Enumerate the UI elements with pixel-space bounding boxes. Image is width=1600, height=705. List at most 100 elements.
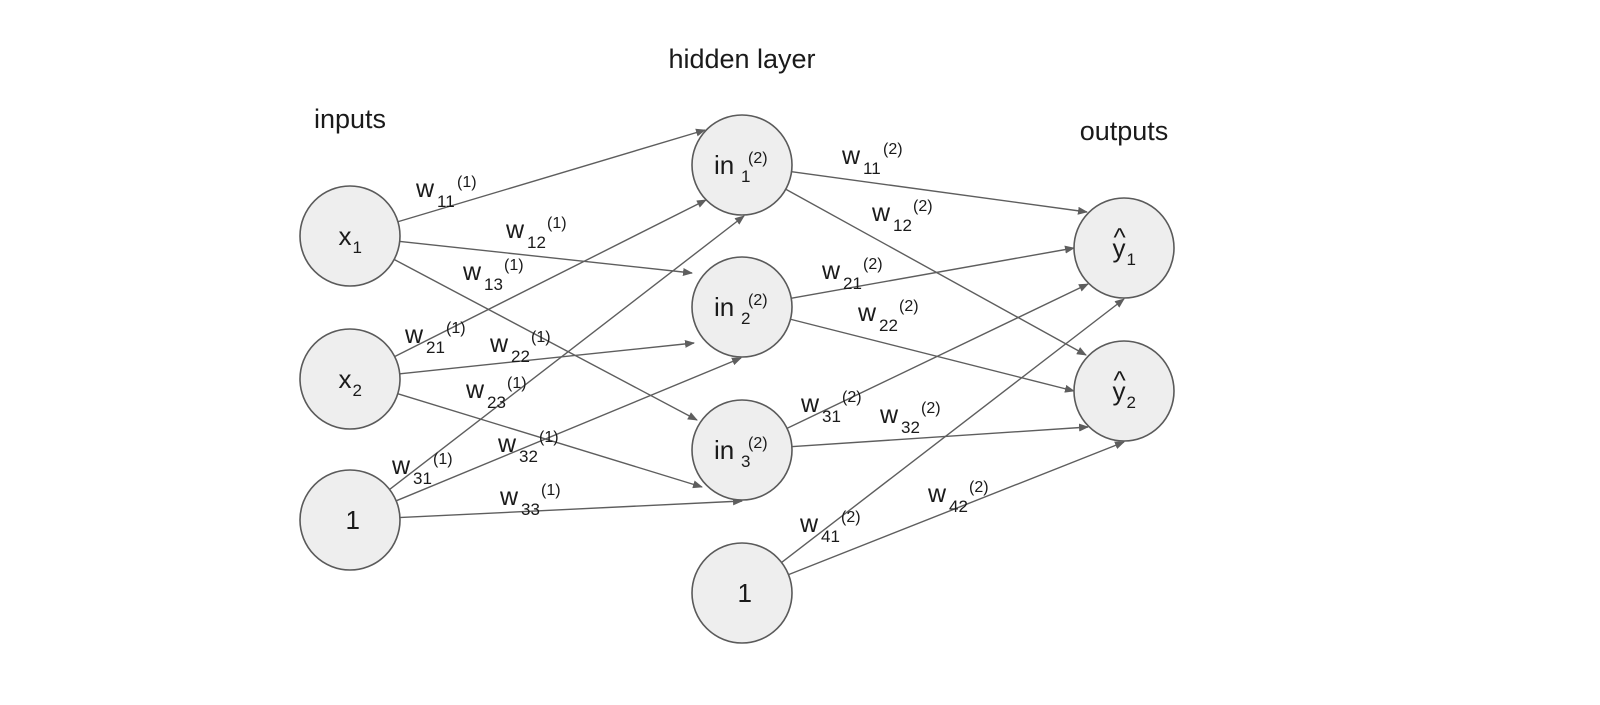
weight-symbol: w xyxy=(871,199,891,227)
node-symbol: x xyxy=(339,364,352,394)
weight-symbol: w xyxy=(404,321,424,349)
weight-superscript: (1) xyxy=(507,375,527,392)
weight-symbol: w xyxy=(462,258,482,286)
edge-in2-y1 xyxy=(790,245,1075,300)
edge-x1-in1 xyxy=(396,128,706,223)
weight-subscript: 33 xyxy=(521,500,540,519)
weight-symbol: w xyxy=(497,430,517,458)
node-symbol: in xyxy=(714,150,734,180)
node-circle xyxy=(691,256,793,358)
edge-in3-y2 xyxy=(790,423,1089,448)
node-symbol: in xyxy=(714,435,734,465)
weight-subscript: 21 xyxy=(843,274,862,293)
weight-subscript: 11 xyxy=(863,159,881,178)
edge-x2-in2 xyxy=(398,339,695,375)
weight-subscript: 22 xyxy=(511,347,530,366)
weight-symbol: w xyxy=(799,510,819,538)
weight-superscript: (1) xyxy=(541,482,561,499)
weight-symbol: w xyxy=(800,390,820,418)
node-symbol: 1 xyxy=(346,505,360,535)
weight-subscript: 42 xyxy=(949,497,968,516)
weight-symbol: w xyxy=(821,257,841,285)
weight-superscript: (1) xyxy=(446,320,466,337)
weight-superscript: (2) xyxy=(899,298,919,315)
node-symbol: 1 xyxy=(738,578,752,608)
weight-superscript: (2) xyxy=(921,400,941,417)
node-circle xyxy=(691,542,793,644)
node-subscript: 3 xyxy=(741,452,750,471)
node-subscript: 2 xyxy=(1127,393,1136,412)
weight-subscript: 21 xyxy=(426,338,445,357)
weight-superscript: (1) xyxy=(433,451,453,468)
outputs-label: outputs xyxy=(1080,116,1169,146)
node-subscript: 1 xyxy=(1127,250,1136,269)
edge-in3-y1 xyxy=(785,283,1089,430)
node-subscript: 2 xyxy=(353,381,362,400)
weight-subscript: 12 xyxy=(527,233,546,252)
node-symbol: in xyxy=(714,292,734,322)
edge-x2-in1 xyxy=(393,199,707,358)
node-y1: y^1 xyxy=(1073,197,1175,299)
weight-superscript: (2) xyxy=(842,389,862,406)
node-in2: in 2(2) xyxy=(691,256,793,358)
edge-x2-in3 xyxy=(396,392,703,489)
node-circle xyxy=(691,399,793,501)
node-circle xyxy=(691,114,793,216)
node-circle xyxy=(299,328,401,430)
hidden-layer-label: hidden layer xyxy=(668,44,815,74)
edge-b1-in3 xyxy=(398,497,743,519)
node-superscript: (2) xyxy=(748,292,768,309)
edges-layer xyxy=(388,128,1125,576)
weight-symbol: w xyxy=(841,142,861,170)
edge-b2-y1 xyxy=(780,298,1125,564)
weight-subscript: 32 xyxy=(901,418,920,437)
edge-b1-in2 xyxy=(395,357,742,502)
node-b1: 1 xyxy=(299,469,401,571)
weight-superscript: (1) xyxy=(504,257,524,274)
weight-subscript: 13 xyxy=(484,275,503,294)
edge-in1-y1 xyxy=(790,170,1088,215)
weight-symbol: w xyxy=(879,401,899,429)
edge-x1-in3 xyxy=(392,258,698,421)
node-subscript: 2 xyxy=(741,309,750,328)
node-subscript: 1 xyxy=(741,167,750,186)
weight-superscript: (1) xyxy=(531,329,551,346)
weight-superscript: (2) xyxy=(913,198,933,215)
weight-subscript: 31 xyxy=(413,469,432,488)
edge-in1-y2 xyxy=(784,188,1087,356)
weight-symbol: w xyxy=(857,299,877,327)
node-symbol: x xyxy=(339,221,352,251)
node-y2: y^2 xyxy=(1073,340,1175,442)
weight-superscript: (2) xyxy=(863,256,883,273)
weight-symbol: w xyxy=(465,376,485,404)
edge-b2-y2 xyxy=(787,441,1125,576)
weight-superscript: (2) xyxy=(841,509,861,526)
hat-accent: ^ xyxy=(1114,222,1127,252)
weight-subscript: 11 xyxy=(437,192,455,211)
node-symbol: y xyxy=(1113,233,1126,263)
weight-subscript: 23 xyxy=(487,393,506,412)
node-symbol: y xyxy=(1113,376,1126,406)
weight-symbol: w xyxy=(505,216,525,244)
node-subscript: 1 xyxy=(353,238,362,257)
